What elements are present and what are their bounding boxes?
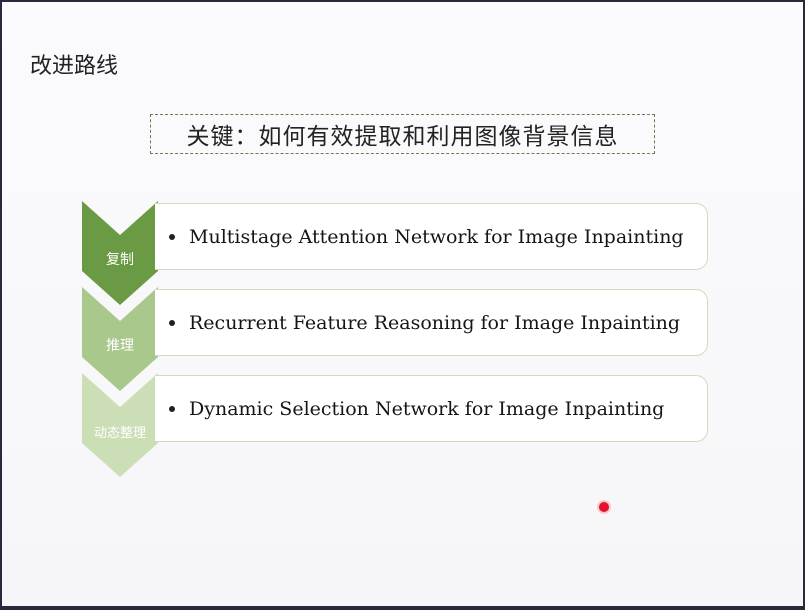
step-chevron-3: 动态整理 (82, 373, 158, 477)
step-text-3: Dynamic Selection Network for Image Inpa… (189, 397, 665, 420)
step-label-1: 复制 (106, 252, 134, 268)
bullet-icon (169, 319, 175, 326)
key-point-box: 关键：如何有效提取和利用图像背景信息 (150, 114, 655, 154)
key-point-text: 关键：如何有效提取和利用图像背景信息 (186, 124, 619, 150)
bullet-icon (169, 233, 175, 240)
bullet-icon (169, 405, 175, 412)
step-text-1: Multistage Attention Network for Image I… (189, 225, 684, 248)
chevron-shape-3 (82, 373, 158, 477)
step-card-3: Dynamic Selection Network for Image Inpa… (155, 375, 708, 442)
step-card-1: Multistage Attention Network for Image I… (155, 203, 708, 270)
chevron-shape-2 (82, 287, 158, 391)
step-label-2: 推理 (106, 338, 134, 354)
step-label-3: 动态整理 (93, 425, 146, 441)
slide-title: 改进路线 (30, 54, 119, 79)
step-card-2: Recurrent Feature Reasoning for Image In… (155, 289, 708, 356)
step-chevron-2: 推理 (82, 287, 158, 391)
laser-pointer-dot (599, 502, 609, 512)
step-chevron-1: 复制 (82, 201, 158, 305)
chevron-shape-1 (82, 201, 158, 305)
step-text-2: Recurrent Feature Reasoning for Image In… (189, 311, 681, 334)
